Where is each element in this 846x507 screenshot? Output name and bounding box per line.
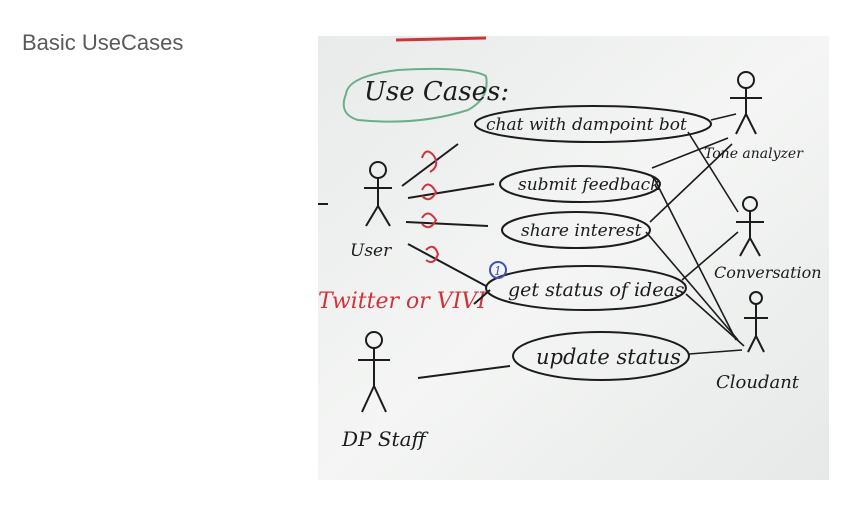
usecase-label: chat with dampoint bot bbox=[486, 115, 687, 135]
red-crossouts bbox=[421, 150, 440, 263]
user-actor-icon bbox=[364, 161, 392, 227]
conversation-actor-icon bbox=[736, 196, 764, 257]
whiteboard-photo: Use Cases: chat with dampoint bot submit… bbox=[318, 36, 829, 480]
usecase-ellipse bbox=[474, 105, 712, 143]
blue-number: 1 bbox=[494, 264, 502, 278]
conversation-label: Conversation bbox=[714, 263, 822, 282]
usecase-ellipse bbox=[512, 331, 690, 381]
usecase-ellipse bbox=[501, 211, 651, 249]
usecase-label: update status bbox=[536, 345, 681, 369]
heading-highlight bbox=[342, 67, 488, 123]
staff-label: DP Staff bbox=[341, 427, 430, 451]
user-label: User bbox=[350, 241, 392, 261]
cloudant-label: Cloudant bbox=[716, 372, 800, 393]
usecase-ellipse bbox=[499, 165, 661, 203]
tone-analyzer-label: Tone analyzer bbox=[704, 146, 804, 162]
blue-circle-mark bbox=[489, 261, 507, 279]
staff-actor-icon bbox=[358, 331, 390, 413]
channels-label: Twitter or VIVI bbox=[318, 289, 487, 314]
usecase-ellipse bbox=[485, 265, 687, 311]
usecase-label: submit feedback bbox=[518, 175, 660, 195]
red-marker-stroke bbox=[395, 36, 487, 42]
tone-analyzer-actor-icon bbox=[730, 71, 762, 135]
cloudant-actor-icon bbox=[744, 291, 768, 353]
whiteboard-heading: Use Cases: bbox=[364, 77, 509, 107]
usecase-label: share interest bbox=[521, 221, 642, 241]
slide-title: Basic UseCases bbox=[22, 30, 184, 55]
usecase-label: get status of ideas bbox=[508, 279, 685, 301]
